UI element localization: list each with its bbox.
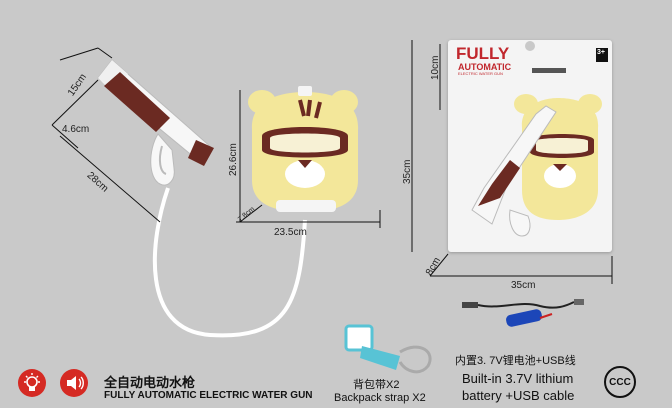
box-top-label: 10cm [430,55,441,80]
strap-caption-en: Backpack strap X2 [334,392,426,404]
package-brand-line3: ELECTRIC WATER GUN [458,71,503,76]
water-gun [97,59,214,186]
ccc-cert-mark: CCC [604,366,636,398]
sound-icon [60,369,88,397]
package-brand-line2: AUTOMATIC [458,62,512,72]
water-hose [152,187,307,338]
product-title-cn: 全自动电动水枪 [104,375,196,390]
package-brand-line1: FULLY [456,44,510,63]
strap-caption-cn: 背包带X2 [353,379,400,391]
tank-height-label: 26.6cm [228,143,239,176]
ccc-cert-text: CCC [609,377,631,388]
light-icon [18,369,46,397]
backpack-strap [344,324,432,374]
usb-cable [462,299,584,309]
age-badge: 3+ [597,49,605,56]
package-card: FULLY AUTOMATIC ELECTRIC WATER GUN 3+ [448,40,612,252]
battery-caption-en-2: battery +USB cable [462,388,575,403]
battery-caption-en-1: Built-in 3.7V lithium [462,371,574,386]
tank-width-label: 23.5cm [274,227,307,238]
box-width-label: 35cm [511,280,536,291]
package-artwork [471,41,608,237]
battery-caption-cn: 内置3. 7V锂电池+USB线 [455,355,576,367]
battery [506,309,553,327]
gun-width-label: 4.6cm [62,124,90,135]
tiger-water-tank [248,86,359,212]
box-height-label: 35cm [402,159,413,184]
product-title-en: FULLY AUTOMATIC ELECTRIC WATER GUN [104,390,313,401]
